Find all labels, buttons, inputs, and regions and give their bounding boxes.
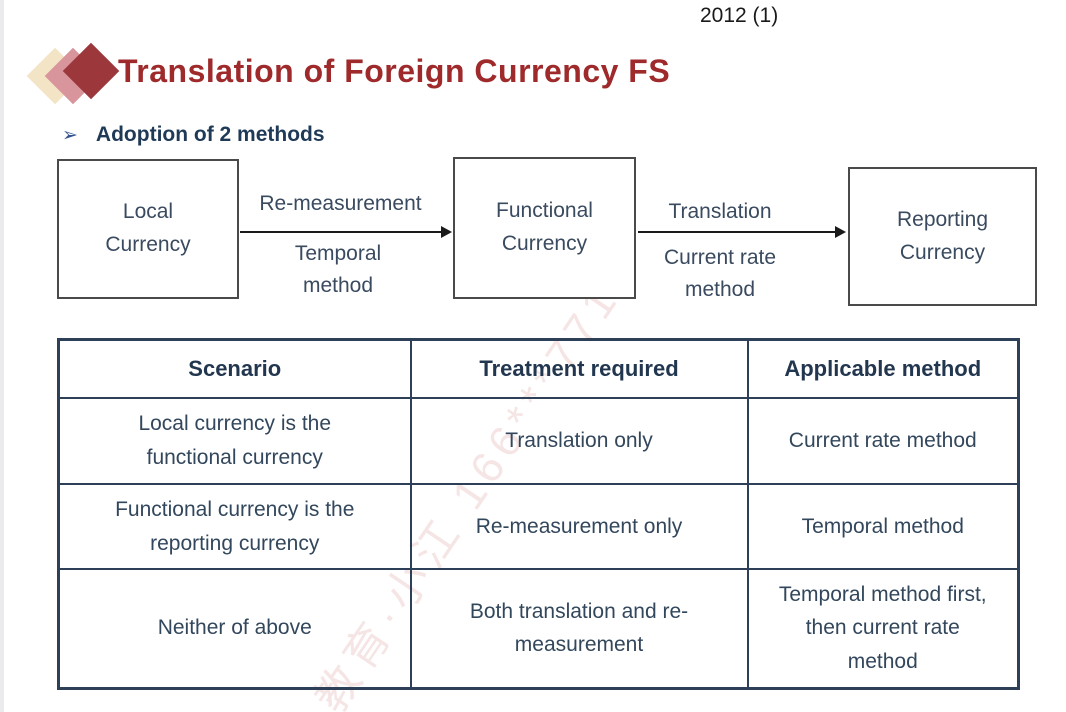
cell-scenario: Neither of above [57, 568, 412, 689]
flow-box-reporting-currency: Reporting Currency [848, 167, 1037, 306]
methods-table: Scenario Treatment required Applicable m… [57, 338, 1020, 690]
page-number: 2012 (1) [700, 4, 779, 27]
cell-treatment: Both translation and re- measurement [409, 568, 749, 689]
arrow2-top-label: Translation [668, 200, 772, 223]
bullet-line: ➢ Adoption of 2 methods [62, 123, 662, 147]
bullet-text: Adoption of 2 methods [95, 123, 325, 146]
table-row: Functional currency is the reporting cur… [57, 483, 1020, 570]
flow-arrow-icon [240, 226, 452, 238]
diamond-logo-icon [26, 42, 120, 106]
cell-treatment: Re-measurement only [409, 483, 749, 570]
header-treatment-required: Treatment required [409, 338, 749, 399]
cell-treatment: Translation only [409, 397, 749, 485]
arrow-bullet-icon: ➢ [62, 125, 78, 146]
table-header-row: Scenario Treatment required Applicable m… [57, 338, 1020, 399]
arrow2-bottom-label: Current rate method [663, 246, 777, 301]
cell-method: Temporal method first, then current rate… [746, 568, 1020, 689]
cell-scenario: Functional currency is the reporting cur… [57, 483, 412, 570]
header-applicable-method: Applicable method [746, 338, 1020, 399]
flow-box-local-currency: Local Currency [57, 159, 239, 299]
cell-method: Current rate method [746, 397, 1020, 485]
flow-arrow-icon [638, 226, 846, 238]
header-scenario: Scenario [57, 338, 412, 399]
table-row: Neither of above Both translation and re… [57, 568, 1020, 689]
arrow1-bottom-label: Temporal method [294, 242, 382, 297]
cell-scenario: Local currency is the functional currenc… [57, 397, 412, 485]
page-title: Translation of Foreign Currency FS [118, 53, 671, 89]
table-row: Local currency is the functional currenc… [57, 397, 1020, 485]
flow-box-functional-currency: Functional Currency [453, 157, 636, 299]
cell-method: Temporal method [746, 483, 1020, 570]
arrow1-top-label: Re-measurement [259, 192, 422, 215]
slide-edge [0, 0, 4, 712]
